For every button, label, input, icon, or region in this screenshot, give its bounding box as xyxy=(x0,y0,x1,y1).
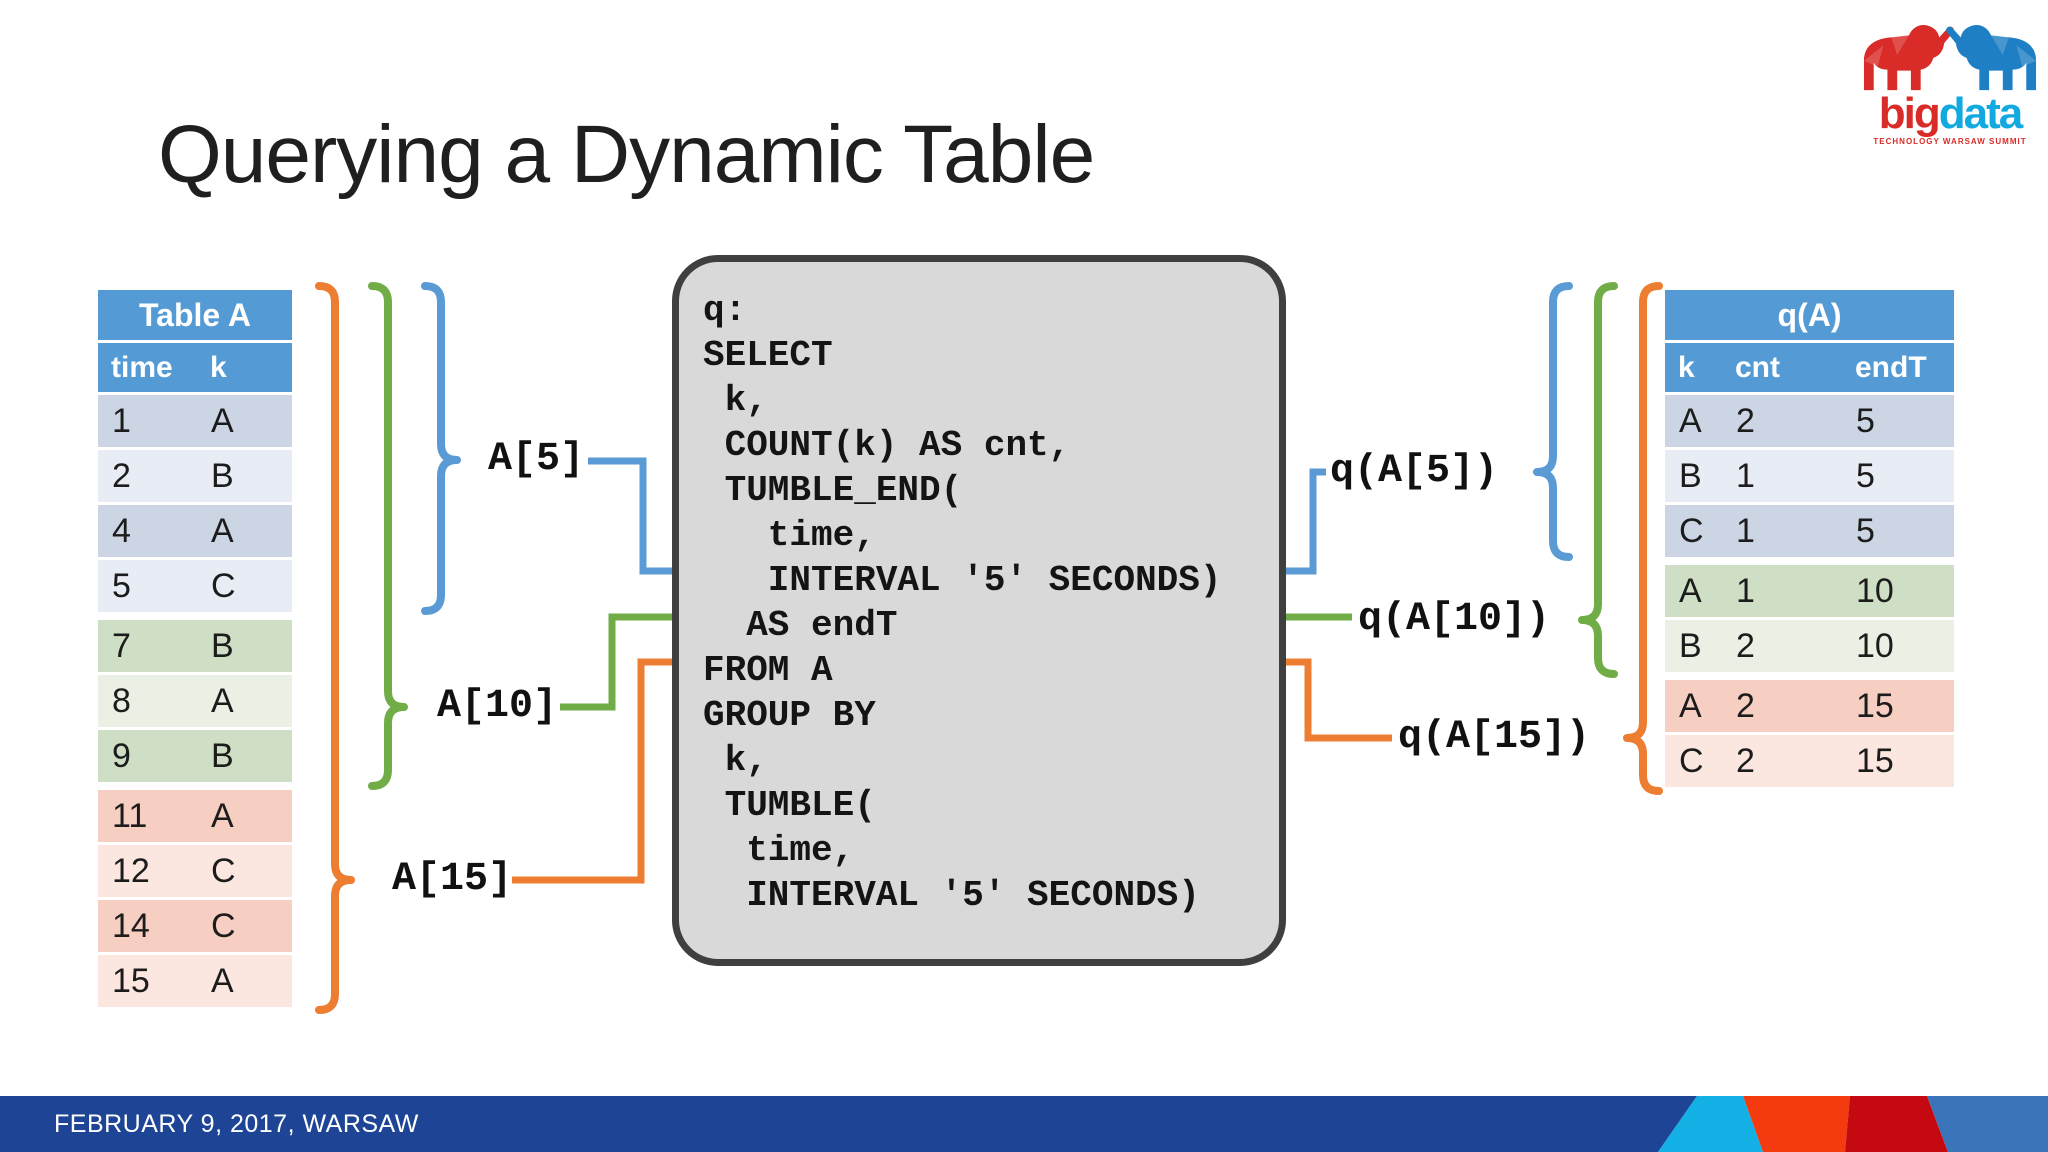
cell-cnt: 2 xyxy=(1722,735,1839,787)
result-table-header: k cnt endT xyxy=(1665,343,1954,392)
result-table-title: q(A) xyxy=(1665,290,1954,340)
cell-time: 12 xyxy=(98,845,194,897)
blue-elephant-facet xyxy=(1991,35,2037,67)
cell-k: A xyxy=(1665,565,1719,617)
logo-wordmark: bigdata xyxy=(1852,92,2048,136)
cell-k: B xyxy=(197,730,292,782)
cell-k: A xyxy=(1665,395,1719,447)
column-header-k: k xyxy=(1678,350,1695,384)
footer-band xyxy=(0,1096,2048,1152)
result-label-q15: q(A[15]) xyxy=(1398,715,1591,760)
red-elephant-icon xyxy=(1863,24,1954,91)
cell-endt: 5 xyxy=(1842,450,1954,502)
column-header-cnt: cnt xyxy=(1735,350,1780,384)
cell-cnt: 1 xyxy=(1722,505,1839,557)
red-elephant-facet xyxy=(1863,35,1909,67)
cell-k: A xyxy=(197,675,292,727)
cell-time: 15 xyxy=(98,955,194,1007)
logo-word-big: big xyxy=(1878,89,1941,138)
cell-endt: 10 xyxy=(1842,620,1954,672)
cell-cnt: 2 xyxy=(1722,680,1839,732)
cell-time: 1 xyxy=(98,395,194,447)
cell-k: A xyxy=(1665,680,1719,732)
cell-endt: 10 xyxy=(1842,565,1954,617)
cell-cnt: 2 xyxy=(1722,620,1839,672)
cell-k: A xyxy=(197,395,292,447)
column-header-k: k xyxy=(210,350,227,384)
cell-k: C xyxy=(197,900,292,952)
cell-cnt: 2 xyxy=(1722,395,1839,447)
footer-cyan-shape xyxy=(1658,1096,1763,1152)
footer-darkred-shape xyxy=(1845,1096,1948,1152)
page-title: Querying a Dynamic Table xyxy=(158,109,1095,200)
cell-k: B xyxy=(197,450,292,502)
column-header-endt: endT xyxy=(1855,350,1927,384)
column-header-time: time xyxy=(111,350,173,384)
footer-bar xyxy=(0,1096,1697,1152)
cell-cnt: 1 xyxy=(1722,565,1839,617)
footer-date: FEBRUARY 9, 2017, WARSAW xyxy=(54,1110,419,1138)
query-sql: SELECT k, COUNT(k) AS cnt, TUMBLE_END( t… xyxy=(703,335,1222,916)
cell-time: 11 xyxy=(98,790,194,842)
window-label-a10: A[10] xyxy=(437,684,558,729)
cell-endt: 5 xyxy=(1842,505,1954,557)
cell-k: C xyxy=(1665,505,1719,557)
cell-time: 5 xyxy=(98,560,194,612)
cell-k: A xyxy=(197,790,292,842)
cell-k: C xyxy=(197,845,292,897)
query-code-box: q: SELECT k, COUNT(k) AS cnt, TUMBLE_END… xyxy=(672,255,1286,966)
cell-k: C xyxy=(1665,735,1719,787)
footer-steel-shape xyxy=(1927,1096,2048,1152)
bigdata-logo: bigdata TECHNOLOGY WARSAW SUMMIT xyxy=(1852,10,2048,150)
result-label-q10: q(A[10]) xyxy=(1358,597,1551,642)
elephants-icon xyxy=(1863,24,2037,91)
query-name: q: xyxy=(703,290,747,331)
cell-time: 4 xyxy=(98,505,194,557)
logo-word-data: data xyxy=(1938,89,2023,138)
footer-red-shape xyxy=(1743,1096,1850,1152)
logo-tagline: TECHNOLOGY WARSAW SUMMIT xyxy=(1873,137,2027,146)
table-a-header: time k xyxy=(98,343,292,392)
cell-k: A xyxy=(197,505,292,557)
cell-k: B xyxy=(1665,620,1719,672)
cell-cnt: 1 xyxy=(1722,450,1839,502)
window-label-a5: A[5] xyxy=(488,437,585,482)
cell-time: 14 xyxy=(98,900,194,952)
cell-k: B xyxy=(1665,450,1719,502)
cell-endt: 15 xyxy=(1842,680,1954,732)
cell-k: C xyxy=(197,560,292,612)
cell-k: A xyxy=(197,955,292,1007)
cell-time: 9 xyxy=(98,730,194,782)
cell-time: 2 xyxy=(98,450,194,502)
cell-endt: 5 xyxy=(1842,395,1954,447)
cell-time: 8 xyxy=(98,675,194,727)
cell-time: 7 xyxy=(98,620,194,672)
window-label-a15: A[15] xyxy=(392,857,513,902)
blue-elephant-icon xyxy=(1946,24,2037,91)
result-label-q5: q(A[5]) xyxy=(1330,449,1499,494)
cell-k: B xyxy=(197,620,292,672)
table-a-title: Table A xyxy=(98,290,292,340)
cell-endt: 15 xyxy=(1842,735,1954,787)
